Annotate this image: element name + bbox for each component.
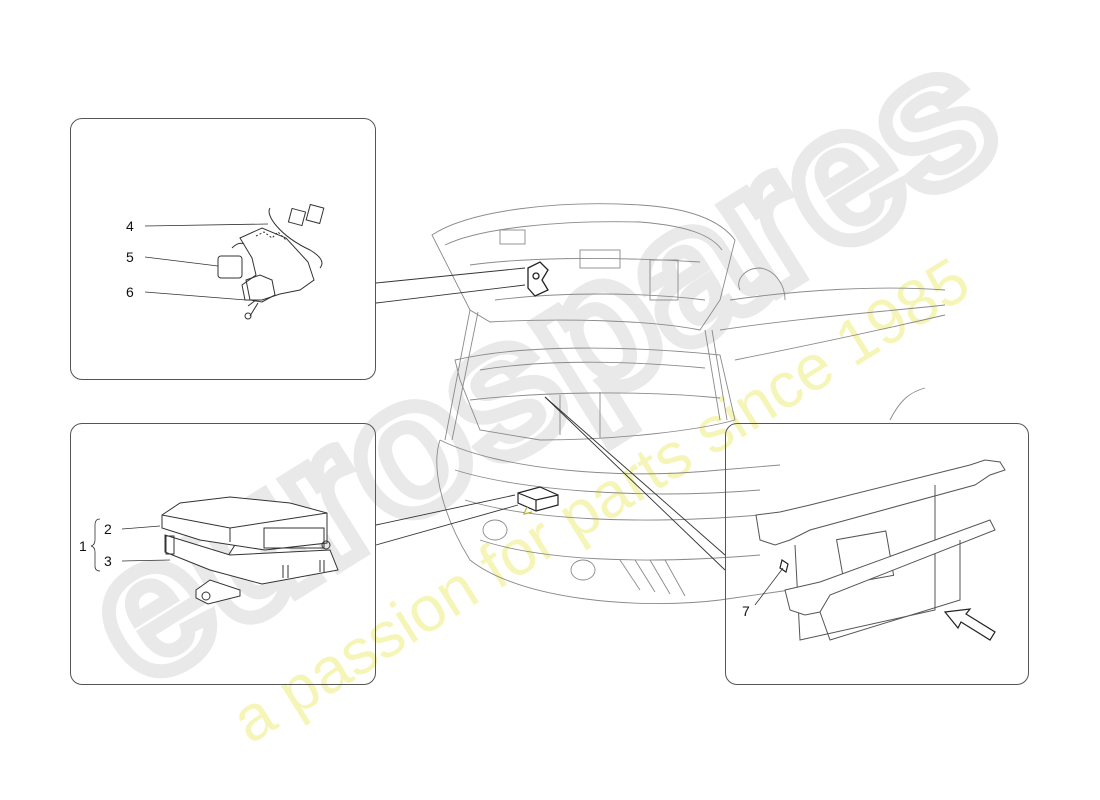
clip-part-7 bbox=[779, 559, 789, 573]
lid-bracket-drawing bbox=[217, 203, 325, 320]
trunk-opening bbox=[454, 347, 736, 441]
trunk-lid bbox=[431, 203, 736, 331]
trunk-tray-drawing bbox=[755, 459, 1006, 641]
detail-panel-lid-bracket bbox=[70, 118, 376, 380]
view-direction-arrow-icon bbox=[943, 608, 996, 641]
callout-7: 7 bbox=[742, 603, 750, 619]
callout-6: 6 bbox=[126, 284, 134, 300]
callout-2: 2 bbox=[104, 521, 112, 537]
callout-5: 5 bbox=[126, 249, 134, 265]
control-unit-marker bbox=[517, 486, 559, 515]
callout-3: 3 bbox=[104, 553, 112, 569]
detail-panel-trunk-tray bbox=[725, 423, 1029, 685]
callout-1: 1 bbox=[79, 538, 87, 554]
control-unit-drawing bbox=[161, 496, 339, 605]
callout-leaders bbox=[90, 223, 784, 606]
callout-4: 4 bbox=[126, 218, 134, 234]
leader-lines bbox=[375, 267, 726, 571]
lid-module-marker bbox=[527, 261, 549, 297]
detail-panel-control-unit bbox=[70, 423, 376, 685]
